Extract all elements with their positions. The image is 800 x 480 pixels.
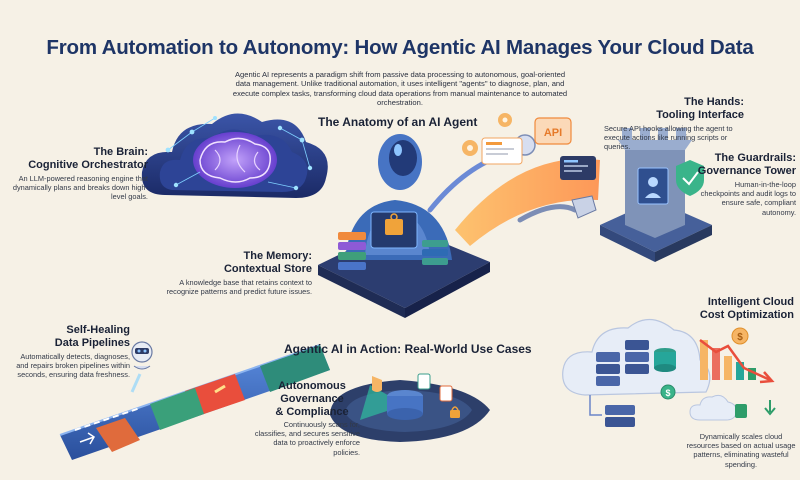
memory-title-line-2: Contextual Store: [223, 263, 312, 275]
svg-text:$: $: [665, 388, 670, 398]
hands-title-line-1: The Hands:: [684, 96, 744, 108]
pipelines-title-line-1: Self-Healing: [66, 324, 130, 336]
api-icon: API: [427, 113, 600, 246]
chart-icon: [699, 339, 775, 384]
server-stack-icon: [338, 232, 448, 270]
memory-section: The Memory: Contextual Store A knowledge…: [160, 250, 312, 296]
anatomy-heading: The Anatomy of an AI Agent: [318, 115, 478, 129]
usecases-heading: Agentic AI in Action: Real-World Use Cas…: [284, 342, 532, 356]
guardrails-title-line-1: The Guardrails:: [714, 152, 796, 164]
tower-icon: [600, 128, 712, 262]
cost-title-line-1: Intelligent Cloud: [707, 296, 794, 308]
hands-section: The Hands: Tooling Interface Secure API …: [596, 96, 744, 152]
memory-title-line-1: The Memory:: [243, 250, 312, 262]
cost-title-line-2: Cost Optimization: [699, 309, 794, 321]
intro-paragraph: Agentic AI represents a paradigm shift f…: [232, 70, 568, 108]
coin-icon: $ $: [660, 327, 749, 400]
governance-title-line-2: Governance: [280, 393, 344, 405]
governance-title-line-3: & Compliance: [275, 406, 349, 418]
memory-description: A knowledge base that retains context to…: [166, 278, 312, 297]
api-label: API: [544, 127, 562, 139]
guardrails-title-line-2: Governance Tower: [697, 165, 796, 177]
governance-title-line-1: Autonomous: [278, 380, 346, 392]
svg-text:$: $: [737, 332, 743, 343]
cost-section: Intelligent Cloud Cost Optimization: [640, 296, 794, 322]
brain-description: An LLM-powered reasoning engine that dyn…: [12, 174, 148, 202]
pipelines-title-line-2: Data Pipelines: [54, 337, 130, 349]
brain-icon: [165, 116, 313, 191]
hands-description: Secure API hooks allowing the agent to e…: [604, 124, 733, 152]
guardrails-description: Human-in-the-loop checkpoints and audit …: [700, 180, 796, 217]
brain-title-line-1: The Brain:: [93, 146, 148, 158]
brain-section: The Brain: Cognitive Orchestrator An LLM…: [6, 146, 148, 202]
governance-description: Continuously scans for, classifies, and …: [254, 420, 360, 457]
page-title: From Automation to Autonomy: How Agentic…: [46, 36, 754, 59]
guardrails-section: The Guardrails: Governance Tower Human-i…: [652, 152, 796, 217]
hands-title-line-2: Tooling Interface: [656, 109, 744, 121]
cost-description: Dynamically scales cloud resources based…: [686, 432, 796, 469]
cost-cloud-illustration: [562, 318, 776, 427]
pipelines-section: Self-Healing Data Pipelines Automaticall…: [6, 324, 130, 380]
brain-title-line-2: Cognitive Orchestrator: [28, 159, 148, 171]
pipe-icon: [59, 341, 330, 460]
radar-icon: [330, 373, 490, 442]
pipelines-description: Automatically detects, diagnoses, and re…: [16, 352, 130, 380]
governance-section: Autonomous Governance & Compliance: [254, 380, 370, 419]
